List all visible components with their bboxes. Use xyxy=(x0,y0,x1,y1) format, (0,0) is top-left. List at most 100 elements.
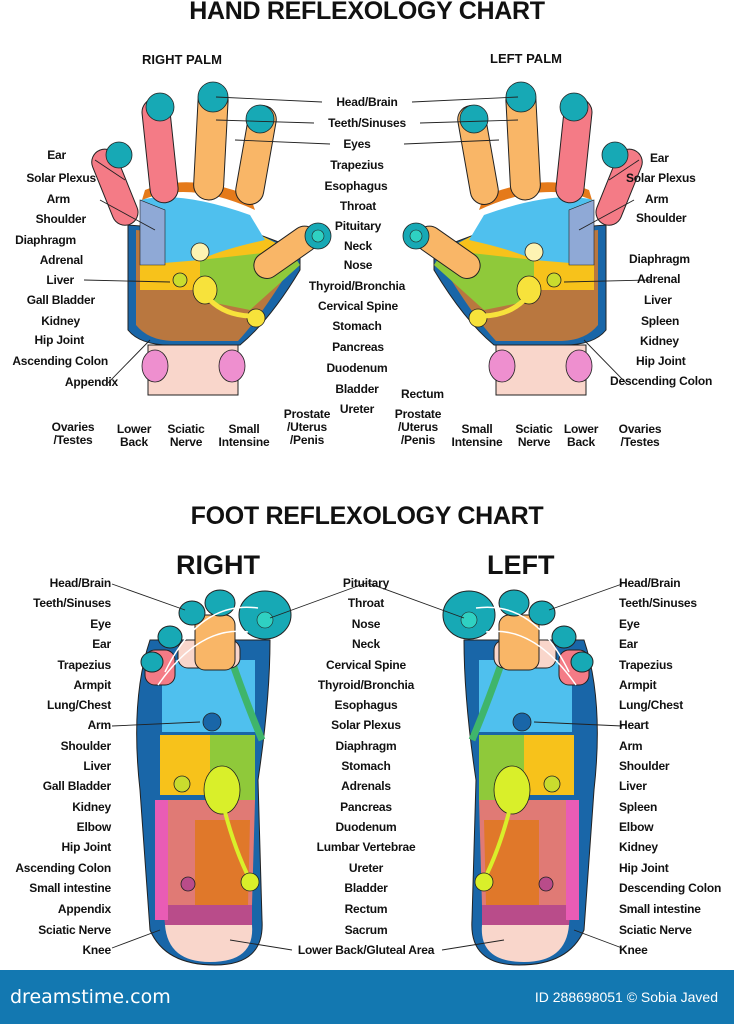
right-palm-label: RIGHT PALM xyxy=(142,52,222,67)
right-hand-label-hip-joint: Hip Joint xyxy=(34,333,84,347)
left-foot-label-4: Trapezius xyxy=(619,658,673,672)
foot-center-label-12: Duodenum xyxy=(335,820,397,834)
left-hand-label-sciatic-nerve: Sciatic Nerve xyxy=(515,422,553,449)
foot-center-label-0: Pituitary xyxy=(342,576,390,590)
right-foot-label-9: Liver xyxy=(83,759,111,773)
left-foot-label-3: Ear xyxy=(619,637,638,651)
left-foot-label-0: Head/Brain xyxy=(619,576,681,590)
left-foot-label-11: Spleen xyxy=(619,800,658,814)
left-hand-label-kidney: Kidney xyxy=(640,334,679,348)
hand-label-rectum: Rectum xyxy=(401,387,444,401)
left-hand-label-arm: Arm xyxy=(645,192,669,206)
left-hand-label-liver: Liver xyxy=(644,293,672,307)
hand-label-trapezius: Trapezius xyxy=(330,158,384,172)
right-foot-label-0: Head/Brain xyxy=(49,576,112,590)
right-foot-label-13: Hip Joint xyxy=(61,840,111,854)
right-foot-label-11: Kidney xyxy=(72,800,111,814)
left-hand-label-small-intestine: Small Intensine xyxy=(451,422,503,449)
foot-left-label: LEFT xyxy=(487,550,555,580)
foot-center-label-16: Rectum xyxy=(344,902,388,916)
foot-center-label-4: Cervical Spine xyxy=(326,658,406,672)
footer-bar: dreamstime.com ID 288698051 © Sobia Jave… xyxy=(0,970,734,1024)
left-foot-label-12: Elbow xyxy=(619,820,654,834)
hand-label-head-brain: Head/Brain xyxy=(336,95,398,109)
left-foot-label-16: Small intestine xyxy=(619,902,701,916)
left-hand-label-shoulder: Shoulder xyxy=(636,211,687,225)
hand-label-neck: Neck xyxy=(344,239,372,253)
right-hand-label-sciatic-nerve: Sciatic Nerve xyxy=(167,422,205,449)
left-hand-label-spleen: Spleen xyxy=(641,314,680,328)
right-foot-label-18: Knee xyxy=(82,943,111,957)
left-foot-label-7: Heart xyxy=(619,718,649,732)
left-hand-label-prostate-uterus-penis: Prostate /Uterus /Penis xyxy=(394,407,442,447)
left-foot-label-1: Teeth/Sinuses xyxy=(619,596,697,610)
dreamstime-logo[interactable]: dreamstime.com xyxy=(10,986,171,1008)
left-foot-label-15: Descending Colon xyxy=(619,881,722,895)
hand-label-thyroid-bronchia: Thyroid/Bronchia xyxy=(308,279,406,293)
leader-lines xyxy=(83,96,651,951)
foot-center-label-9: Stomach xyxy=(341,759,391,773)
right-hand-label-ascending-colon: Ascending Colon xyxy=(12,354,108,368)
right-foot-label-6: Lung/Chest xyxy=(47,698,111,712)
right-foot-label-15: Small intestine xyxy=(29,881,111,895)
left-foot-label-5: Armpit xyxy=(619,678,657,692)
left-hand-label-descending-colon: Descending Colon xyxy=(610,374,713,388)
hand-label-pituitary: Pituitary xyxy=(334,219,382,233)
foot-center-label-15: Bladder xyxy=(344,881,388,895)
right-foot-label-12: Elbow xyxy=(76,820,112,834)
left-hand-label-ovaries-testes: Ovaries /Testes xyxy=(618,422,662,449)
right-hand-label-gall-bladder: Gall Bladder xyxy=(26,293,95,307)
hand-label-bladder: Bladder xyxy=(335,382,379,396)
hand-label-cervical-spine: Cervical Spine xyxy=(318,299,398,313)
left-palm-illustration xyxy=(403,82,646,395)
foot-center-label-13: Lumbar Vertebrae xyxy=(316,840,416,854)
right-hand-label-shoulder: Shoulder xyxy=(35,212,87,226)
foot-center-label-7: Solar Plexus xyxy=(331,718,401,732)
left-foot-label-9: Shoulder xyxy=(619,759,670,773)
foot-center-label-17: Sacrum xyxy=(344,923,388,937)
right-foot-label-8: Shoulder xyxy=(60,739,112,753)
foot-center-label-1: Throat xyxy=(347,596,385,610)
right-hand-label-small-intestine: Small Intensine xyxy=(218,422,270,449)
left-foot-label-13: Kidney xyxy=(619,840,658,854)
left-hand-label-lower-back: Lower Back xyxy=(563,422,599,449)
left-foot-label-17: Sciatic Nerve xyxy=(619,923,692,937)
left-foot-label-14: Hip Joint xyxy=(619,861,669,875)
right-foot-label-16: Appendix xyxy=(57,902,111,916)
right-hand-label-ovaries-testes: Ovaries /Testes xyxy=(51,420,95,447)
reflexology-illustration xyxy=(83,0,651,970)
hand-label-ureter: Ureter xyxy=(339,402,375,416)
right-hand-label-prostate-uterus-penis: Prostate /Uterus /Penis xyxy=(283,407,331,447)
right-palm-illustration xyxy=(88,82,331,395)
foot-center-label-10: Adrenals xyxy=(341,779,391,793)
foot-center-label-5: Thyroid/Bronchia xyxy=(317,678,415,692)
hand-label-duodenum: Duodenum xyxy=(326,361,388,375)
left-hand-label-solar-plexus: Solar Plexus xyxy=(626,171,696,185)
right-hand-label-lower-back: Lower Back xyxy=(116,422,152,449)
hand-label-pancreas: Pancreas xyxy=(332,340,384,354)
foot-chart-title: FOOT REFLEXOLOGY CHART xyxy=(190,502,544,530)
right-foot-illustration xyxy=(137,590,291,965)
right-foot-label-10: Gall Bladder xyxy=(42,779,111,793)
right-foot-label-3: Ear xyxy=(92,637,111,651)
right-foot-label-7: Arm xyxy=(87,718,112,732)
left-foot-label-6: Lung/Chest xyxy=(619,698,683,712)
hand-label-nose: Nose xyxy=(343,258,373,272)
foot-center-label-3: Neck xyxy=(352,637,380,651)
left-hand-label-hip-joint: Hip Joint xyxy=(636,354,686,368)
foot-center-label-11: Pancreas xyxy=(340,800,392,814)
right-hand-label-arm: Arm xyxy=(46,192,71,206)
foot-center-label-18: Lower Back/Gluteal Area xyxy=(297,943,435,957)
left-foot-label-2: Eye xyxy=(619,617,640,631)
left-hand-label-adrenal: Adrenal xyxy=(637,272,681,286)
foot-center-label-2: Nose xyxy=(351,617,381,631)
left-foot-illustration xyxy=(443,590,597,965)
right-foot-label-4: Trapezius xyxy=(57,658,111,672)
left-foot-label-10: Liver xyxy=(619,779,647,793)
right-hand-label-diaphragm: Diaphragm xyxy=(15,233,76,247)
right-foot-label-2: Eye xyxy=(90,617,111,631)
right-hand-label-kidney: Kidney xyxy=(41,314,80,328)
right-hand-label-ear: Ear xyxy=(47,148,66,162)
hand-chart-title: HAND REFLEXOLOGY CHART xyxy=(189,0,545,25)
foot-right-label: RIGHT xyxy=(176,550,260,580)
